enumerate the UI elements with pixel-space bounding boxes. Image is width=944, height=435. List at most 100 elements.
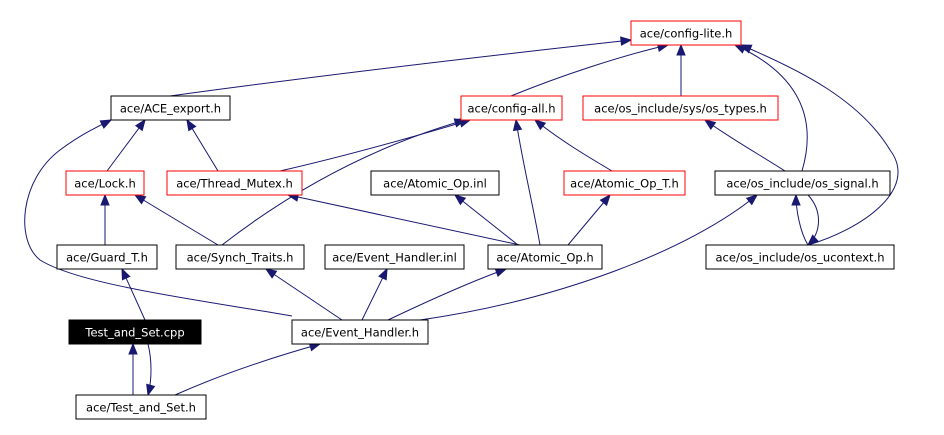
arrowhead-icon	[100, 193, 110, 206]
node-test-and-set-h[interactable]: ace/Test_and_Set.h	[75, 394, 207, 420]
edge-line	[265, 268, 343, 321]
node-thread-mutex[interactable]: ace/Thread_Mutex.h	[166, 170, 303, 196]
node-label: ace/ACE_export.h	[120, 102, 221, 116]
node-label: ace/Atomic_Op.inl	[383, 177, 487, 191]
edge-line	[567, 194, 611, 246]
edge-thread_mutex-to-ace_export	[186, 118, 219, 172]
edge-line	[740, 44, 899, 246]
arrowhead-icon	[128, 342, 138, 355]
node-os-types[interactable]: ace/os_include/sys/os_types.h	[582, 95, 779, 121]
arrowhead-icon	[599, 193, 611, 207]
arrowhead-icon	[453, 118, 467, 128]
arrowhead-icon	[512, 118, 523, 132]
edge-line	[387, 268, 507, 321]
edge-os_ucontext-to-os_signal	[791, 193, 809, 246]
node-guard-t[interactable]: ace/Guard_T.h	[56, 244, 158, 270]
edge-line	[704, 119, 786, 172]
arrowhead-icon	[134, 118, 146, 132]
node-event-handler-inl[interactable]: ace/Event_Handler.inl	[324, 244, 465, 270]
node-box	[630, 20, 742, 46]
arrowhead-icon	[739, 44, 753, 54]
node-label: ace/Event_Handler.h	[301, 326, 419, 340]
arrowhead-icon	[494, 268, 508, 278]
node-box	[487, 244, 603, 270]
node-event-handler[interactable]: ace/Event_Handler.h	[291, 319, 429, 345]
nodes-layer: ace/config-lite.h ace/ACE_export.h ace/con…	[56, 20, 895, 420]
edges-layer	[24, 36, 899, 397]
node-os-signal[interactable]: ace/os_include/os_signal.h	[714, 170, 891, 196]
node-box	[175, 244, 305, 270]
arrowhead-icon	[146, 383, 156, 397]
arrowhead-icon	[807, 234, 819, 246]
edge-event_handler-to-event_handler_inl	[361, 267, 388, 321]
edge-os_signal-to-os_types	[703, 119, 786, 172]
node-box	[582, 95, 779, 121]
node-config-all[interactable]: ace/config-all.h	[460, 95, 563, 121]
arrowhead-icon	[703, 119, 717, 130]
node-atomic-op-t[interactable]: ace/Atomic_Op_T.h	[563, 170, 686, 196]
edge-line	[134, 194, 219, 246]
arrowhead-icon	[620, 36, 633, 46]
node-label: ace/Atomic_Op.h	[496, 251, 593, 265]
node-box	[68, 319, 202, 345]
edge-atomic_op-to-config_all	[512, 118, 541, 246]
edge-ace_export-to-config_lite	[169, 36, 633, 97]
edge-line	[169, 39, 632, 97]
edge-line	[24, 119, 293, 317]
node-atomic-op[interactable]: ace/Atomic_Op.h	[487, 244, 603, 270]
node-box	[714, 170, 891, 196]
edge-synch_traits-to-config_all	[221, 118, 467, 246]
node-label: ace/Synch_Traits.h	[187, 251, 294, 265]
edge-atomic_op-to-atomic_op_inl	[453, 194, 519, 246]
node-label: ace/Lock.h	[74, 177, 136, 191]
edge-atomic_op-to-atomic_op_t	[567, 193, 611, 246]
edge-line	[454, 194, 519, 246]
edge-test_and_set_h-to-test_and_set_cpp	[128, 342, 138, 395]
node-label: ace/Atomic_Op_T.h	[570, 177, 679, 191]
node-box	[65, 170, 145, 196]
edge-lock-to-ace_export	[106, 118, 146, 172]
edge-os_ucontext-to-config_lite	[739, 44, 899, 246]
node-lock[interactable]: ace/Lock.h	[65, 170, 145, 196]
node-box	[324, 244, 465, 270]
edge-line	[174, 343, 321, 396]
node-synch-traits[interactable]: ace/Synch_Traits.h	[175, 244, 305, 270]
edge-guard_t-to-lock	[100, 193, 110, 245]
node-label: ace/Test_and_Set.h	[86, 401, 196, 415]
node-box	[460, 95, 563, 121]
arrowhead-icon	[453, 194, 467, 206]
edge-test_and_set_h-to-event_handler	[174, 342, 322, 396]
arrowhead-icon	[791, 193, 801, 206]
arrowhead-icon	[676, 43, 686, 56]
edge-synch_traits-to-lock	[133, 194, 219, 246]
edge-line	[106, 119, 146, 172]
node-os-ucontext[interactable]: ace/os_include/os_ucontext.h	[705, 244, 895, 270]
node-atomic-op-inl[interactable]: ace/Atomic_Op.inl	[370, 170, 500, 196]
node-box	[56, 244, 158, 270]
node-label: ace/os_include/sys/os_types.h	[594, 102, 767, 116]
node-box	[705, 244, 895, 270]
edge-line	[510, 44, 669, 97]
edge-atomic_op_t-to-config_all	[533, 119, 613, 172]
arrowhead-icon	[133, 194, 147, 205]
edge-line	[734, 44, 808, 172]
node-box	[291, 319, 429, 345]
node-label: ace/Event_Handler.inl	[332, 251, 457, 265]
node-box	[110, 95, 231, 121]
node-label: ace/Thread_Mutex.h	[176, 177, 293, 191]
arrowhead-icon	[121, 267, 131, 281]
edge-test_and_set_cpp-to-test_and_set_h	[146, 343, 156, 397]
node-test-and-set-cpp[interactable]: Test_and_Set.cpp	[68, 319, 202, 345]
edge-event_handler-to-atomic_op	[387, 268, 508, 321]
node-box	[75, 394, 207, 420]
arrowhead-icon	[533, 119, 547, 131]
node-label: ace/config-all.h	[467, 102, 555, 116]
edge-line	[534, 119, 613, 172]
node-box	[370, 170, 500, 196]
node-ace-export[interactable]: ace/ACE_export.h	[110, 95, 231, 121]
edge-os_types-to-config_lite	[676, 43, 686, 96]
node-config-lite[interactable]: ace/config-lite.h	[630, 20, 742, 46]
node-label: ace/os_include/os_signal.h	[726, 177, 878, 191]
node-label: Test_and_Set.cpp	[84, 326, 184, 340]
